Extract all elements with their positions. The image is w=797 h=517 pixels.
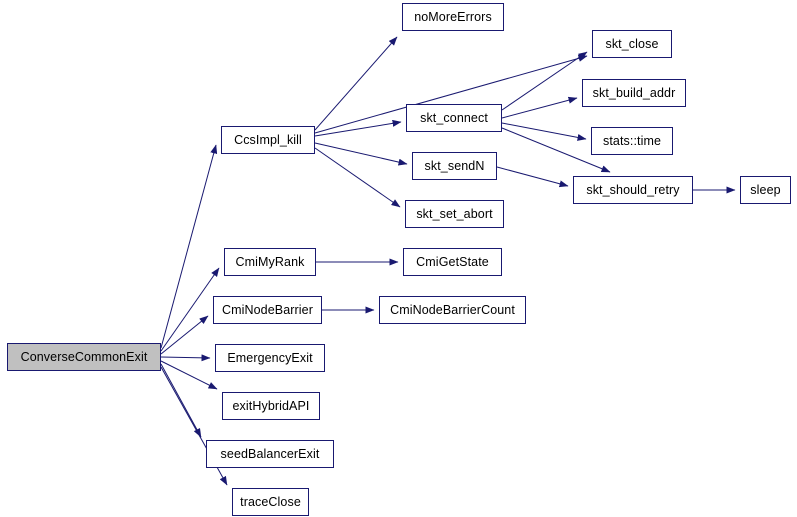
node-label: skt_close — [605, 36, 659, 51]
node-label: seedBalancerExit — [220, 446, 320, 461]
node-skt_sendN[interactable]: skt_sendN — [412, 152, 497, 180]
node-CmiMyRank[interactable]: CmiMyRank — [224, 248, 316, 276]
node-traceClose[interactable]: traceClose — [232, 488, 309, 516]
node-skt_should_retry[interactable]: skt_should_retry — [573, 176, 693, 204]
call-edge-ConverseCommonExit-to-CcsImpl_kill — [160, 144, 218, 349]
node-skt_close[interactable]: skt_close — [592, 30, 672, 58]
node-label: CcsImpl_kill — [234, 132, 302, 147]
node-label: stats::time — [602, 133, 662, 148]
call-edge-CcsImpl_kill-to-skt_connect — [314, 119, 402, 137]
node-label: CmiMyRank — [235, 254, 305, 269]
node-skt_set_abort[interactable]: skt_set_abort — [405, 200, 504, 228]
node-label: sleep — [750, 182, 781, 197]
node-CmiNodeBarrier[interactable]: CmiNodeBarrier — [213, 296, 322, 324]
node-noMoreErrors[interactable]: noMoreErrors — [402, 3, 504, 31]
node-label: skt_build_addr — [592, 85, 676, 100]
node-CcsImpl_kill[interactable]: CcsImpl_kill — [221, 126, 315, 154]
call-edge-CcsImpl_kill-to-skt_set_abort — [314, 147, 401, 208]
node-label: exitHybridAPI — [232, 398, 310, 413]
node-label: traceClose — [240, 494, 301, 509]
node-CmiNodeBarrierCount[interactable]: CmiNodeBarrierCount — [379, 296, 526, 324]
node-label: CmiNodeBarrierCount — [390, 302, 515, 317]
node-EmergencyExit[interactable]: EmergencyExit — [215, 344, 325, 372]
call-edge-CcsImpl_kill-to-skt_sendN — [314, 142, 408, 166]
call-edge-ConverseCommonExit-to-seedBalancerExit — [160, 363, 202, 438]
node-skt_connect[interactable]: skt_connect — [406, 104, 502, 132]
node-stats_time[interactable]: stats::time — [591, 127, 673, 155]
node-label: noMoreErrors — [414, 9, 492, 24]
node-exitHybridAPI[interactable]: exitHybridAPI — [222, 392, 320, 420]
node-sleep[interactable]: sleep — [740, 176, 791, 204]
node-seedBalancerExit[interactable]: seedBalancerExit — [206, 440, 334, 468]
call-edge-skt_connect-to-skt_build_addr — [501, 96, 578, 119]
node-ConverseCommonExit[interactable]: ConverseCommonExit — [7, 343, 161, 371]
call-edge-ConverseCommonExit-to-CmiNodeBarrier — [160, 315, 209, 355]
call-edge-skt_connect-to-skt_close — [501, 51, 588, 111]
node-label: skt_should_retry — [586, 182, 680, 197]
node-skt_build_addr[interactable]: skt_build_addr — [582, 79, 686, 107]
node-label: ConverseCommonExit — [20, 349, 148, 364]
call-edge-ConverseCommonExit-to-CmiMyRank — [160, 267, 220, 352]
node-label: EmergencyExit — [227, 350, 313, 365]
call-edge-skt_connect-to-skt_should_retry — [501, 127, 611, 173]
call-edge-CcsImpl_kill-to-noMoreErrors — [314, 36, 398, 131]
call-edge-skt_connect-to-stats_time — [501, 122, 587, 141]
node-CmiGetState[interactable]: CmiGetState — [403, 248, 502, 276]
call-edge-ConverseCommonExit-to-exitHybridAPI — [160, 360, 218, 390]
node-label: skt_set_abort — [416, 206, 493, 221]
call-edge-CcsImpl_kill-to-skt_close — [314, 54, 588, 134]
node-label: skt_sendN — [424, 158, 485, 173]
node-label: skt_connect — [420, 110, 488, 125]
node-label: CmiGetState — [416, 254, 489, 269]
call-edge-ConverseCommonExit-to-EmergencyExit — [160, 354, 211, 362]
call-edge-skt_sendN-to-skt_should_retry — [496, 166, 569, 188]
node-label: CmiNodeBarrier — [221, 302, 313, 317]
